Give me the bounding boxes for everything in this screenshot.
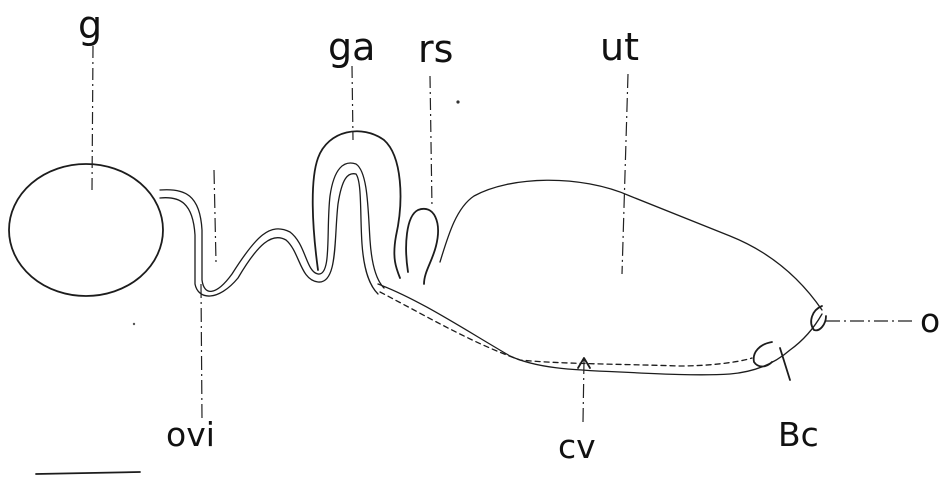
uterus-inner-dashed bbox=[380, 292, 752, 366]
speck bbox=[456, 100, 459, 103]
label-cv: cv bbox=[558, 427, 596, 466]
gonad-outline bbox=[9, 164, 163, 296]
uterus-lower-wall bbox=[378, 284, 822, 375]
uterus-upper-wall bbox=[440, 180, 822, 310]
common-vagina-leader-line bbox=[583, 360, 584, 422]
label-ut: ut bbox=[600, 25, 639, 69]
label-g: g bbox=[78, 3, 102, 47]
bursa-copulatrix-leader-line bbox=[780, 348, 790, 380]
bursa-copulatrix-outline bbox=[754, 342, 772, 367]
uterus-leader-line bbox=[622, 74, 628, 274]
oviduct-inner-wall bbox=[160, 174, 378, 296]
speck bbox=[133, 323, 135, 325]
receptaculum-leader-line bbox=[430, 76, 432, 208]
genital-atrium-leader-line bbox=[352, 66, 353, 140]
oviduct-upper-mark bbox=[214, 170, 216, 262]
oviduct-leader-line bbox=[201, 284, 202, 420]
label-bc: Bc bbox=[778, 415, 819, 454]
scale-bar bbox=[36, 472, 140, 474]
label-o: o bbox=[920, 301, 940, 340]
label-ga: ga bbox=[328, 25, 375, 69]
gonad-leader-line bbox=[92, 46, 93, 190]
genital-atrium-outline bbox=[313, 131, 401, 278]
receptaculum-outline bbox=[406, 209, 438, 284]
label-ovi: ovi bbox=[166, 415, 215, 454]
label-rs: rs bbox=[418, 27, 453, 71]
